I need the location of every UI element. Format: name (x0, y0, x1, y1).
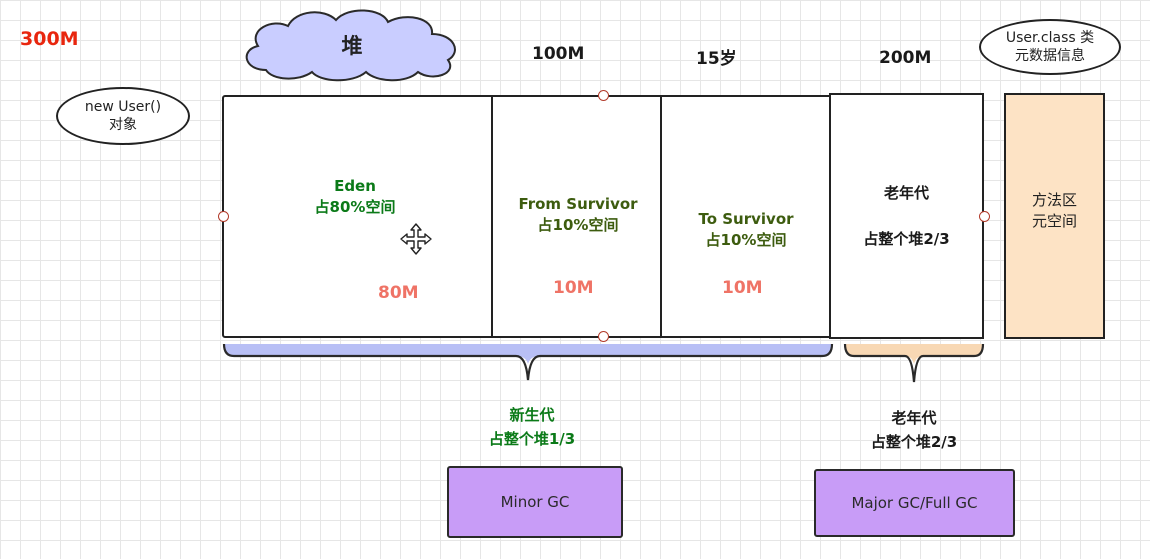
young-gen-label: 新生代 占整个堆1/3 (446, 403, 618, 451)
resize-handle-right[interactable] (979, 211, 990, 222)
eden-region: Eden 占80%空间 (290, 176, 420, 218)
from-survivor-share: 占10%空间 (537, 216, 619, 234)
young-gen-title: 新生代 (509, 406, 555, 424)
young-gen-share: 占整个堆1/3 (488, 430, 576, 448)
major-gc-box: Major GC/Full GC (814, 469, 1015, 537)
young-size-label: 100M (532, 44, 585, 64)
to-survivor-size: 10M (722, 278, 763, 298)
heap-young-box (222, 95, 834, 338)
old-gen-share: 占整个堆2/3 (863, 230, 950, 248)
class-note-line1: User.class 类 (1005, 30, 1095, 46)
age-threshold-label: 15岁 (696, 49, 737, 69)
old-gen-box (829, 93, 984, 339)
method-area-line2: 元空间 (1031, 212, 1077, 230)
heap-label: 堆 (341, 34, 363, 58)
from-to-divider (660, 95, 662, 336)
object-note-line2: 对象 (109, 117, 137, 133)
total-memory-label: 300M (20, 28, 79, 50)
old-gen-brace (843, 343, 985, 383)
object-note-line1: new User() (84, 99, 162, 115)
method-area-label: 方法区 元空间 (1004, 190, 1105, 232)
young-gen-brace (222, 343, 834, 381)
resize-handle-left[interactable] (218, 211, 229, 222)
minor-gc-box: Minor GC (447, 466, 623, 538)
old-gen-group-title: 老年代 (891, 409, 937, 427)
eden-share: 占80%空间 (314, 198, 396, 216)
old-gen-group-label: 老年代 占整个堆2/3 (829, 406, 999, 454)
from-survivor-name: From Survivor (518, 195, 638, 213)
heap-cloud-icon (245, 9, 456, 82)
object-note: new User() 对象 (56, 87, 190, 145)
class-note: User.class 类 元数据信息 (979, 19, 1121, 75)
old-gen-group-share: 占整个堆2/3 (870, 433, 958, 451)
from-survivor-size: 10M (553, 278, 594, 298)
from-survivor-region: From Survivor 占10%空间 (495, 194, 661, 236)
eden-from-divider (491, 95, 493, 336)
old-gen-name: 老年代 (883, 184, 929, 202)
move-cursor-icon (400, 223, 432, 255)
resize-handle-top[interactable] (598, 90, 609, 101)
old-size-label: 200M (879, 48, 932, 68)
eden-size: 80M (378, 283, 419, 303)
class-note-line2: 元数据信息 (1015, 48, 1085, 64)
eden-name: Eden (334, 177, 376, 195)
to-survivor-share: 占10%空间 (705, 231, 787, 249)
method-area-line1: 方法区 (1031, 191, 1077, 209)
resize-handle-bottom[interactable] (598, 331, 609, 342)
to-survivor-name: To Survivor (698, 210, 794, 228)
to-survivor-region: To Survivor 占10%空间 (664, 209, 828, 251)
method-area-box (1004, 93, 1105, 339)
